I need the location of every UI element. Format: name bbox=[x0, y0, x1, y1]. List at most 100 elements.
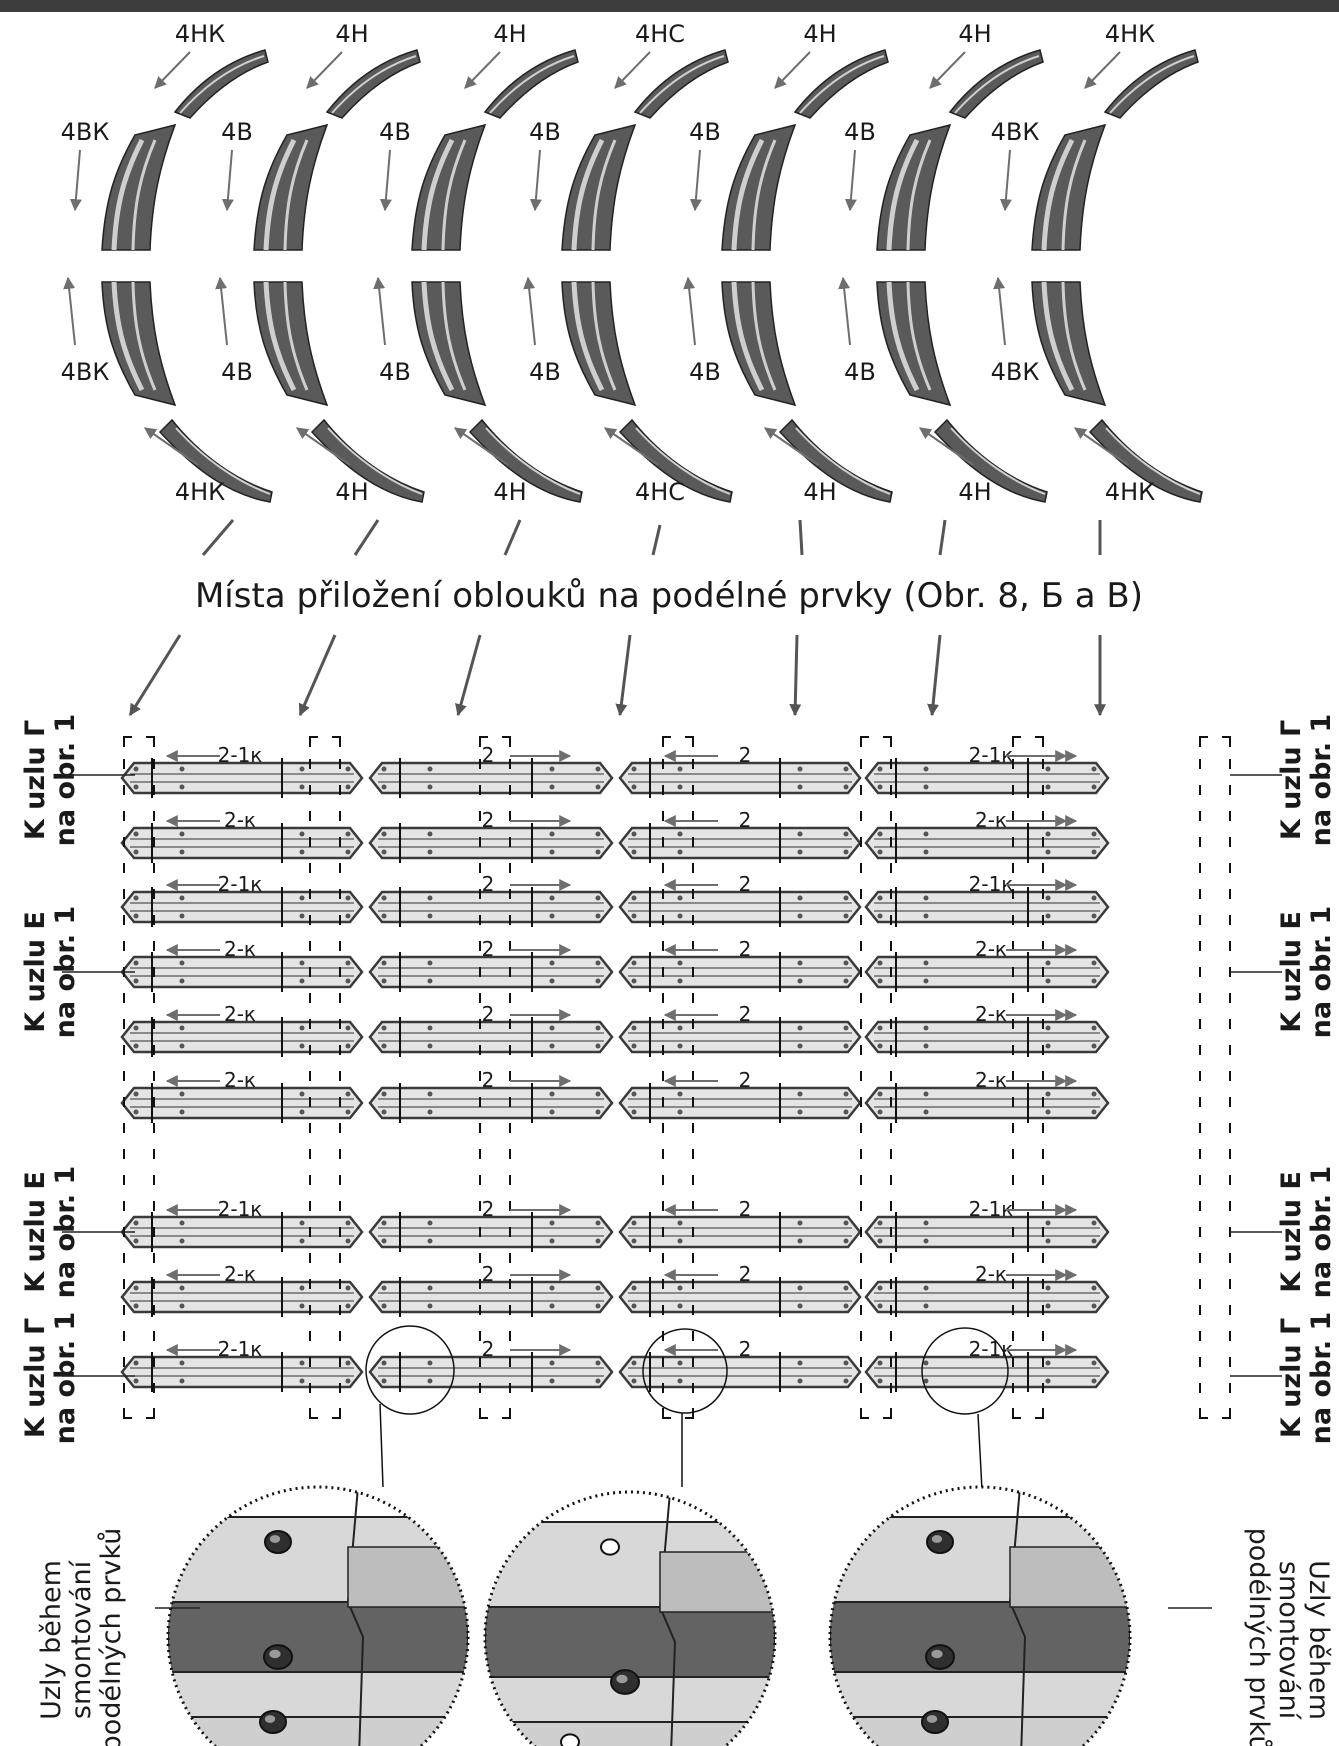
beam-bolt-hole bbox=[345, 1238, 351, 1244]
beam-label: 2-к bbox=[975, 1262, 1007, 1286]
beam-bolt-hole bbox=[179, 1303, 185, 1309]
beam-label: 2-к bbox=[224, 1068, 256, 1092]
beam-bolt-hole bbox=[877, 960, 883, 966]
beam-bolt-hole bbox=[345, 784, 351, 790]
beam-bolt-hole bbox=[179, 960, 185, 966]
beam-bolt-hole bbox=[1045, 1025, 1051, 1031]
beam-bolt-hole bbox=[797, 1303, 803, 1309]
arc-lower-long-band2 bbox=[441, 281, 467, 391]
arc-column-4 bbox=[561, 49, 733, 503]
side-label-line2: na obr. 1 bbox=[50, 1312, 81, 1445]
beam-bolt-hole bbox=[631, 1378, 637, 1384]
beam-label: 2 bbox=[739, 937, 752, 961]
beam-bolt-hole bbox=[843, 1220, 849, 1226]
beam-bolt-hole bbox=[345, 849, 351, 855]
beam-bolt-hole bbox=[677, 1025, 683, 1031]
beam-label: 2 bbox=[482, 937, 495, 961]
beam-bolt-hole bbox=[923, 1043, 929, 1049]
beam-bolt-hole bbox=[1045, 1378, 1051, 1384]
beam-bolt-hole bbox=[1091, 1091, 1097, 1097]
beam-label: 2-к bbox=[975, 937, 1007, 961]
arc-label-upper-b: 4В bbox=[689, 118, 721, 146]
beam-body bbox=[368, 1215, 614, 1249]
beam-bolt-hole bbox=[381, 960, 387, 966]
beam-bolt-hole bbox=[843, 1091, 849, 1097]
arc-label-upper-n: 4НК bbox=[175, 20, 225, 48]
beam-bolt-hole bbox=[677, 1303, 683, 1309]
detail-bolt-highlight bbox=[269, 1649, 281, 1659]
beam-label: 2 bbox=[482, 1262, 495, 1286]
beam-body bbox=[864, 1086, 1110, 1120]
beam-bolt-hole bbox=[843, 849, 849, 855]
beam-bolt-hole bbox=[299, 784, 305, 790]
beam-bolt-hole bbox=[299, 1378, 305, 1384]
beam-bolt-hole bbox=[549, 1360, 555, 1366]
side-label-left-g-top: K uzlu Г na obr. 1 bbox=[20, 714, 81, 847]
detail-label-line2: smontování bbox=[66, 1559, 97, 1719]
beam-bolt-hole bbox=[877, 1025, 883, 1031]
detail-beam-mid bbox=[830, 1601, 1130, 1673]
beam-bolt-hole bbox=[595, 1220, 601, 1226]
beam-bolt-hole bbox=[843, 1025, 849, 1031]
beam bbox=[120, 823, 364, 863]
beam-bolt-hole bbox=[549, 784, 555, 790]
detail-plate bbox=[347, 1546, 468, 1608]
beam-bolt-hole bbox=[381, 1303, 387, 1309]
beam-bolt-hole bbox=[923, 960, 929, 966]
beam-bolt-hole bbox=[595, 1303, 601, 1309]
beam-bolt-hole bbox=[797, 1025, 803, 1031]
arc-lower-long-band bbox=[421, 281, 455, 392]
beam-bolt-hole bbox=[299, 1238, 305, 1244]
beam-bolt-hole bbox=[427, 849, 433, 855]
beam-bolt-hole bbox=[427, 1091, 433, 1097]
beam-bolt-hole bbox=[179, 1091, 185, 1097]
arc-label-lower-n: 4Н bbox=[803, 478, 836, 506]
arc-label-lower-n: 4Н bbox=[493, 478, 526, 506]
beam-bolt-hole bbox=[133, 1091, 139, 1097]
placement-bracket bbox=[1012, 736, 1044, 1419]
beam-bolt-hole bbox=[877, 1109, 883, 1115]
beam-bolt-hole bbox=[677, 784, 683, 790]
beam-bolt-hole bbox=[677, 960, 683, 966]
beam-bolt-hole bbox=[299, 849, 305, 855]
beam bbox=[618, 887, 862, 927]
side-label-line2: na obr. 1 bbox=[50, 714, 81, 847]
beam-bolt-hole bbox=[1091, 1303, 1097, 1309]
arc-label-arrow bbox=[838, 276, 851, 346]
arc-upper-short bbox=[793, 49, 889, 119]
beam-body bbox=[120, 761, 364, 795]
arc-label-lower-b: 4В bbox=[844, 358, 876, 386]
arc-lower-short-rim bbox=[950, 427, 1046, 495]
beam bbox=[618, 1083, 862, 1123]
side-label-right-g-top: K uzlu Г na obr. 1 bbox=[1276, 714, 1337, 847]
beam-bolt-hole bbox=[381, 978, 387, 984]
beam bbox=[864, 1017, 1110, 1057]
beam-bolt-hole bbox=[179, 849, 185, 855]
beam-label: 2-1к bbox=[218, 743, 263, 767]
beam-label: 2-1к bbox=[218, 1337, 263, 1361]
beam-body bbox=[618, 1020, 862, 1054]
beam bbox=[120, 1277, 364, 1317]
arc-upper-long-band2 bbox=[751, 139, 777, 251]
arc-upper-long-band bbox=[886, 138, 920, 251]
beam-bolt-hole bbox=[595, 913, 601, 919]
beam-bolt-hole bbox=[631, 1238, 637, 1244]
detail-bolt-highlight bbox=[931, 1535, 943, 1543]
arc-lower-long-band2 bbox=[591, 281, 617, 391]
beam-bolt-hole bbox=[549, 849, 555, 855]
beam-bolt-hole bbox=[631, 1220, 637, 1226]
detail-bolt-highlight bbox=[269, 1535, 281, 1543]
arc-upper-long-band bbox=[731, 138, 765, 251]
placement-arrow-bottom bbox=[789, 634, 802, 717]
detail-beam-mid bbox=[485, 1606, 775, 1678]
beam-bolt-hole bbox=[923, 766, 929, 772]
placement-arrow-top bbox=[938, 519, 947, 556]
beam-bolt-hole bbox=[1091, 913, 1097, 919]
beam-bolt-hole bbox=[299, 1109, 305, 1115]
beam-bolt-hole bbox=[595, 831, 601, 837]
beam-bolt-hole bbox=[299, 1360, 305, 1366]
beam bbox=[120, 1352, 364, 1392]
side-label-line1: K uzlu Г bbox=[1276, 1318, 1307, 1438]
beam bbox=[618, 758, 862, 798]
beam-bolt-hole bbox=[549, 1238, 555, 1244]
